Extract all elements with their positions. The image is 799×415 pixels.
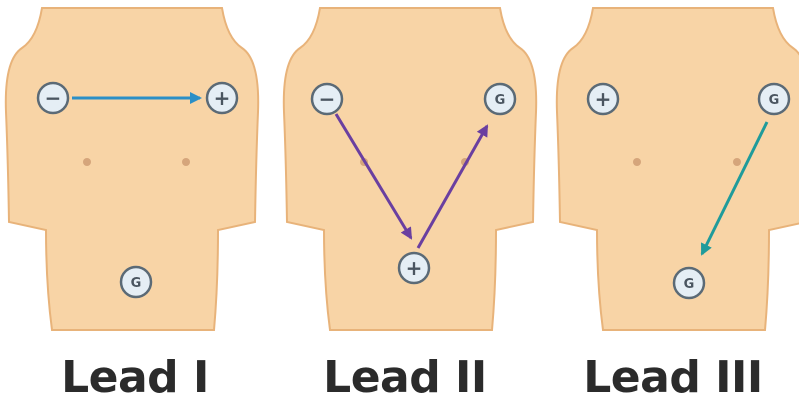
electrode-negative: − (38, 83, 68, 113)
electrode-symbol: + (214, 86, 231, 110)
electrode-negative: − (312, 84, 342, 114)
electrode-ground: G (485, 84, 515, 114)
electrode-positive: + (207, 83, 237, 113)
electrode-positive: + (588, 84, 618, 114)
panel-lead-iii: + G G (557, 8, 799, 330)
electrode-ground: G (121, 267, 151, 297)
electrode-symbol: G (769, 93, 780, 108)
electrode-symbol: − (45, 86, 62, 110)
electrode-symbol: + (406, 256, 423, 280)
electrode-symbol: G (495, 93, 506, 108)
nipple-right-icon (733, 158, 741, 166)
electrode-symbol: − (319, 87, 336, 111)
electrode-symbol: G (131, 276, 142, 291)
electrode-ground: G (759, 84, 789, 114)
caption-lead-i: Lead I (2, 352, 268, 403)
electrode-positive: + (399, 253, 429, 283)
nipple-left-icon (83, 158, 91, 166)
electrode-symbol: G (684, 277, 695, 292)
electrode-ground: G (674, 268, 704, 298)
caption-lead-ii: Lead II (272, 352, 538, 403)
panel-lead-ii: − G + (284, 8, 536, 330)
nipple-left-icon (633, 158, 641, 166)
caption-lead-iii: Lead III (540, 352, 799, 403)
nipple-right-icon (182, 158, 190, 166)
electrode-symbol: + (595, 87, 612, 111)
panel-lead-i: − + G (6, 8, 258, 330)
